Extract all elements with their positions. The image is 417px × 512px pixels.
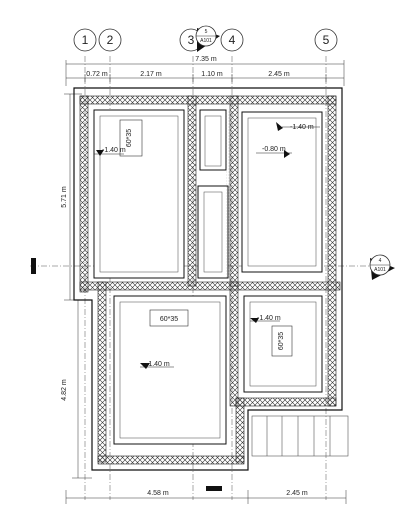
level-marker-top-left: -1.40 m (94, 147, 126, 156)
pits (93, 109, 323, 445)
section-marker-top: 5 A101 (195, 25, 220, 52)
bottom-dimensions (65, 490, 347, 504)
pit-shaft-upper (199, 109, 227, 171)
level-arrow-icon (276, 122, 283, 131)
pit-top-left (93, 109, 185, 279)
section-cut-left (31, 258, 36, 274)
grid-label-1: 1 (82, 33, 89, 47)
section-right-sheet: A101 (374, 267, 386, 273)
level-bottom-right: -1.40 m (257, 315, 281, 322)
grid-label-2: 2 (107, 33, 114, 47)
level-arrow-icon (284, 150, 290, 158)
level-marker-bottom-right: -1.40 m (250, 315, 281, 323)
dim-seg-3: 1.10 m (201, 71, 223, 78)
beam-label-bottom-left: 60*35 (160, 316, 178, 323)
level-marker-top-right: -1.40 m (276, 122, 320, 131)
dim-seg-1: 0.72 m (86, 71, 108, 78)
left-dimensions (64, 93, 92, 479)
pit-top-right (241, 111, 323, 273)
grid-label-3: 3 (188, 33, 195, 47)
pit-bottom-right (243, 295, 323, 393)
top-dimensions (65, 60, 345, 86)
exterior-steps (251, 415, 349, 457)
level-bottom-left: -1.40 m (146, 361, 170, 368)
pit-bottom-left (113, 295, 227, 445)
level-arrow-icon (96, 150, 104, 156)
beam-outlines (119, 119, 293, 357)
hatched-perimeter (79, 95, 341, 465)
beam-label-top-left: 60*35 (126, 129, 133, 147)
level-marker-bottom-left: -1.40 m (140, 361, 174, 369)
level-top-right: -1.40 m (290, 124, 314, 131)
dim-left-lower-vertical: 4.82 m (61, 379, 68, 401)
dim-seg-4: 2.45 m (268, 71, 290, 78)
beam-label-bottom-right: 60*35 (278, 332, 285, 350)
section-cut-bottom (206, 486, 222, 491)
outer-wall (73, 87, 343, 471)
section-top-sheet: A101 (200, 38, 212, 44)
dim-bottom-right: 2.45 m (286, 490, 308, 497)
level-arrow-icon (250, 318, 259, 323)
section-top-number: 5 (205, 29, 208, 35)
dim-overall-width: 7.35 m (195, 56, 217, 63)
grid-bubble-2: 2 (98, 28, 122, 52)
pit-inner-lines (99, 115, 317, 439)
grid-label-4: 4 (229, 33, 236, 47)
level-top-left: -1.40 m (102, 147, 126, 154)
section-marker-right: 4 A101 (369, 254, 395, 280)
dim-bottom-left: 4.58 m (147, 490, 169, 497)
grid-bubble-5: 5 (314, 28, 338, 52)
level-arrow-icon (140, 363, 150, 369)
grid-bubble-1: 1 (73, 28, 97, 52)
core-dotted-fill (226, 110, 232, 278)
level-middle-right: -0.80 m (262, 146, 286, 153)
grid-label-5: 5 (323, 33, 330, 47)
dim-left-vertical: 5.71 m (61, 186, 68, 208)
grid-bubble-4: 4 (220, 28, 244, 52)
grid-bubbles: 1 2 3 4 5 (73, 28, 338, 52)
level-marker-middle-right: -0.80 m (256, 146, 292, 158)
dim-seg-2: 2.17 m (140, 71, 162, 78)
section-right-number: 4 (379, 258, 382, 264)
pit-shaft-lower (197, 185, 229, 279)
